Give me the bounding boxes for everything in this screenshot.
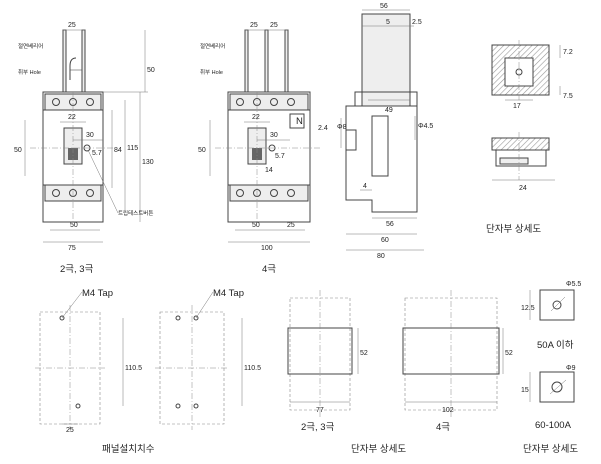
dim-7-2: 7.2 bbox=[563, 49, 573, 56]
front-view-3pole bbox=[24, 29, 148, 243]
dim-30-a: 30 bbox=[86, 132, 94, 139]
label-barrier-b: 절연베리어 bbox=[200, 42, 225, 50]
label-panel-cutout: 패널설치치수 bbox=[102, 443, 155, 455]
dim-30-b: 30 bbox=[270, 132, 278, 139]
panel-cutout bbox=[35, 291, 243, 430]
label-m4-tap-b: M4 Tap bbox=[213, 288, 244, 299]
front-view-4pole bbox=[209, 29, 320, 243]
terminal-cover-views bbox=[287, 290, 504, 418]
dim-25-b: 25 bbox=[250, 22, 258, 29]
dim-25-c: 25 bbox=[270, 22, 278, 29]
terminal-hole-details bbox=[529, 289, 575, 403]
dim-56-bot: 56 bbox=[386, 221, 394, 228]
dim-50-top: 50 bbox=[147, 67, 155, 74]
label-mount-hole-a: 취부 Hole bbox=[18, 68, 41, 76]
dim-52-b: 52 bbox=[505, 350, 513, 357]
side-view bbox=[340, 9, 424, 251]
dim-15: 15 bbox=[521, 387, 529, 394]
label-terminal-detail: 단자부 상세도 bbox=[486, 224, 541, 235]
dim-75: 75 bbox=[68, 245, 76, 252]
dim-115: 115 bbox=[127, 145, 138, 152]
label-bottom-4: 4극 bbox=[436, 422, 450, 433]
dim-25-p: 25 bbox=[66, 427, 74, 434]
dim-22-a: 22 bbox=[68, 114, 76, 121]
label-trip-test: 트립테스트버튼 bbox=[118, 209, 153, 217]
dim-24: 24 bbox=[519, 185, 527, 192]
dim-77: 77 bbox=[316, 407, 324, 414]
dim-25-a: 25 bbox=[68, 22, 76, 29]
label-bottom-terminal: 단자부 상세도 bbox=[351, 444, 406, 455]
dim-5-7-b: 5.7 bbox=[275, 153, 285, 160]
label-barrier-a: 절연베리어 bbox=[18, 42, 43, 50]
label-rating-50: 50A 이하 bbox=[537, 339, 574, 351]
label-terminal-detail-bottom: 단자부 상세도 bbox=[523, 444, 578, 455]
dim-14: 14 bbox=[265, 167, 273, 174]
dim-5: 5 bbox=[386, 19, 390, 26]
dim-phi-8: Φ8 bbox=[337, 124, 347, 131]
label-pole-2-3: 2극, 3극 bbox=[60, 264, 94, 275]
dim-2-4: 2.4 bbox=[318, 125, 328, 132]
label-rating-60-100: 60-100A bbox=[535, 420, 572, 431]
dim-22-b: 22 bbox=[252, 114, 260, 121]
n-mark: N bbox=[296, 116, 303, 127]
terminal-detail-top bbox=[491, 40, 561, 181]
dim-52-a: 52 bbox=[360, 350, 368, 357]
label-bottom-2-3: 2극, 3극 bbox=[301, 422, 335, 433]
dim-phi-4-5: Φ4.5 bbox=[418, 123, 433, 130]
dim-56-top: 56 bbox=[380, 3, 388, 10]
label-mount-hole-b: 취부 Hole bbox=[200, 68, 223, 76]
dim-100: 100 bbox=[261, 245, 273, 252]
dim-5-7-a: 5.7 bbox=[92, 150, 102, 157]
dim-50-bot-b: 50 bbox=[252, 222, 260, 229]
dim-110-5-a: 110.5 bbox=[125, 365, 142, 372]
dim-25-bot-b: 25 bbox=[287, 222, 295, 229]
dim-17: 17 bbox=[513, 103, 521, 110]
dim-2-5: 2.5 bbox=[412, 19, 422, 26]
dim-12-5: 12.5 bbox=[521, 305, 535, 312]
dim-50-left-b: 50 bbox=[198, 147, 206, 154]
dim-phi-5-5: Φ5.5 bbox=[566, 281, 581, 288]
dim-110-5-b: 110.5 bbox=[244, 365, 261, 372]
dim-49: 49 bbox=[385, 107, 393, 114]
dim-50-left-a: 50 bbox=[14, 147, 22, 154]
dim-phi-9: Φ9 bbox=[566, 365, 576, 372]
dim-7-5: 7.5 bbox=[563, 93, 573, 100]
dim-4: 4 bbox=[363, 183, 367, 190]
dim-130: 130 bbox=[142, 159, 154, 166]
dim-50-bot-a: 50 bbox=[70, 222, 78, 229]
dim-102: 102 bbox=[442, 407, 454, 414]
dim-80: 80 bbox=[377, 253, 385, 260]
dim-84: 84 bbox=[114, 147, 122, 154]
label-pole-4: 4극 bbox=[262, 264, 276, 275]
label-m4-tap-a: M4 Tap bbox=[82, 288, 113, 299]
dim-60: 60 bbox=[381, 237, 389, 244]
